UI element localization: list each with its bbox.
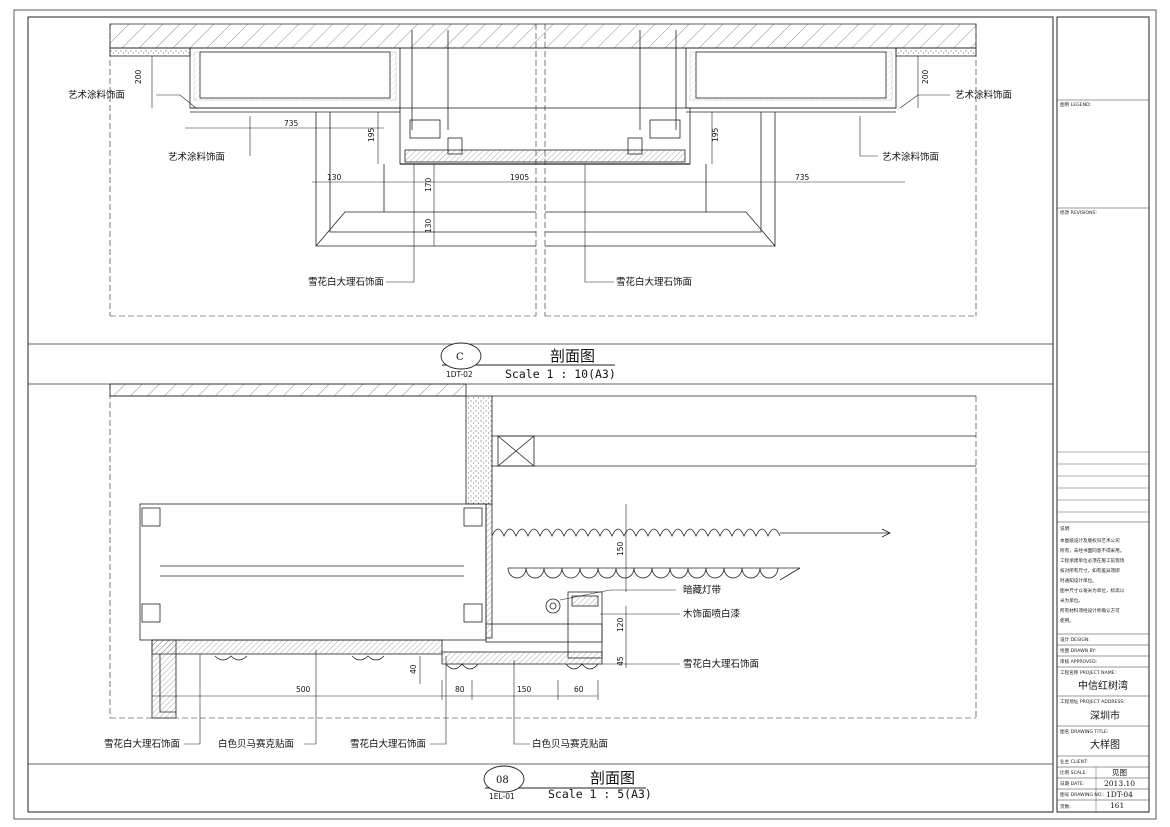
dim-200-right: 200 bbox=[921, 69, 930, 84]
tb-project-address-label: 工程地址 PROJECT ADDRESS: bbox=[1060, 698, 1125, 705]
tb-client-label: 业主 CLIENT: bbox=[1060, 758, 1088, 765]
tb-legend-label: 图例 LEGEND: bbox=[1060, 101, 1092, 108]
label-paint-left-top: 艺术涂料饰面 bbox=[68, 89, 125, 101]
label-hidden-light: 暗藏灯带 bbox=[683, 584, 722, 596]
dim-130-vert: 130 bbox=[424, 218, 433, 233]
tb-project-address: 深圳市 bbox=[1090, 709, 1120, 722]
tb-page-label: 页数: bbox=[1060, 803, 1071, 810]
dim-195-right: 195 bbox=[711, 127, 720, 142]
dim-735-left: 735 bbox=[284, 119, 299, 128]
section-08-bubble bbox=[483, 765, 525, 793]
section-c-bubble bbox=[440, 342, 482, 370]
dim-120: 120 bbox=[616, 617, 625, 632]
tb-notes-title: 说明: bbox=[1060, 525, 1071, 532]
dim-500: 500 bbox=[296, 685, 311, 694]
tb-drawing-no-value: 1DT-04 bbox=[1106, 790, 1133, 799]
dim-170: 170 bbox=[424, 177, 433, 192]
section-c-title-bar: C 1DT-02 剖面图 Scale 1 : 10(A3) bbox=[28, 342, 1053, 385]
tb-project-name: 中信红树湾 bbox=[1078, 679, 1128, 692]
dim-40: 40 bbox=[409, 664, 418, 674]
section-08-dim-labels: 500 80 150 60 40 150 120 45 bbox=[296, 541, 625, 694]
dim-200-left: 200 bbox=[134, 69, 143, 84]
section-08-title-bar: 08 1EL-01 剖面图 Scale 1 : 5(A3) bbox=[28, 763, 1053, 801]
section-08-title: 剖面图 bbox=[590, 769, 635, 787]
tb-drawing-no-label: 图号 DRAWING NO.: bbox=[1060, 792, 1105, 798]
tb-note-7: 所有材料须经设计师确认方可 bbox=[1060, 607, 1120, 614]
section-c-leaders bbox=[156, 94, 950, 283]
dim-150-vert: 150 bbox=[616, 541, 625, 556]
dim-735-right: 735 bbox=[795, 173, 810, 182]
label-paint-left-mid: 艺术涂料饰面 bbox=[168, 151, 225, 163]
dim-45: 45 bbox=[616, 656, 625, 666]
section-08-leaders bbox=[184, 589, 680, 745]
tb-note-0: 本图纸设计及版权归艺术公司 bbox=[1060, 537, 1120, 544]
tb-page-value: 161 bbox=[1110, 801, 1124, 810]
label-marble-left: 雪花白大理石饰面 bbox=[308, 276, 384, 288]
section-08-labels: 暗藏灯带 木饰面喷白漆 雪花白大理石饰面 雪花白大理石饰面 白色贝马赛克贴面 雪… bbox=[104, 584, 759, 750]
section-c-bubble-ref: 1DT-02 bbox=[446, 370, 473, 379]
section-08-bubble-id: 08 bbox=[496, 775, 509, 786]
section-c-dimensions bbox=[151, 56, 919, 246]
dim-195-left: 195 bbox=[367, 127, 376, 142]
dim-150: 150 bbox=[517, 685, 532, 694]
section-c-dim-labels: 200 735 195 130 170 1905 130 200 195 735 bbox=[134, 69, 930, 233]
section-08-dimensions bbox=[152, 504, 627, 700]
dim-130-left: 130 bbox=[327, 173, 342, 182]
section-c-drawing bbox=[109, 23, 977, 317]
tb-note-5: 图中尺寸以毫米为单位，标高以 bbox=[1060, 587, 1125, 594]
tb-note-4: 时通知设计单位。 bbox=[1060, 577, 1097, 584]
section-08-drawing bbox=[109, 383, 977, 719]
tb-scale-value: 见图 bbox=[1112, 768, 1127, 777]
label-wood-paint: 木饰面喷白漆 bbox=[683, 608, 741, 620]
dim-80: 80 bbox=[455, 685, 465, 694]
section-c-scale: Scale 1 : 10(A3) bbox=[505, 367, 616, 381]
section-c-labels: 艺术涂料饰面 艺术涂料饰面 雪花白大理石饰面 雪花白大理石饰面 艺术涂料饰面 艺… bbox=[68, 89, 1012, 288]
tb-note-3: 核对所有尺寸，如有差异须即 bbox=[1060, 567, 1120, 574]
label-marble-right: 雪花白大理石饰面 bbox=[616, 276, 692, 288]
label-mosaic-left: 白色贝马赛克贴面 bbox=[218, 738, 294, 750]
tb-note-2: 工程承建单位必须在施工前现场 bbox=[1060, 557, 1125, 564]
label-marble-right-08: 雪花白大理石饰面 bbox=[683, 658, 759, 670]
label-paint-right-mid: 艺术涂料饰面 bbox=[882, 151, 939, 163]
tb-approved-label: 审核 APPROVED: bbox=[1060, 658, 1098, 665]
tb-note-8: 使用。 bbox=[1060, 617, 1074, 624]
section-08-scale: Scale 1 : 5(A3) bbox=[548, 787, 652, 801]
tb-note-6: 米为单位。 bbox=[1060, 597, 1083, 604]
tb-drawn-label: 绘图 DRAWN BY: bbox=[1060, 647, 1097, 654]
tb-project-name-label: 工程名称 PROJECT NAME: bbox=[1060, 669, 1117, 676]
dim-1905: 1905 bbox=[510, 173, 529, 182]
title-block: 图例 LEGEND: 修改 REVISIONS: 说明: 本图纸设计及版权归艺术… bbox=[1056, 16, 1150, 813]
tb-drawing-title: 大样图 bbox=[1090, 738, 1120, 751]
label-marble-bottom-mid: 雪花白大理石饰面 bbox=[350, 738, 426, 750]
label-marble-bottom-left: 雪花白大理石饰面 bbox=[104, 738, 180, 750]
section-c-bubble-id: C bbox=[456, 352, 464, 363]
tb-date-label: 日期 DATE: bbox=[1060, 781, 1085, 787]
outer-border bbox=[13, 9, 1157, 820]
tb-note-1: 所有，未经书面同意不得采用。 bbox=[1060, 547, 1124, 554]
tb-revisions-label: 修改 REVISIONS: bbox=[1060, 209, 1097, 216]
tb-design-label: 设计 DESIGN: bbox=[1060, 636, 1090, 643]
section-08-bubble-ref: 1EL-01 bbox=[489, 792, 515, 801]
label-mosaic-right: 白色贝马赛克贴面 bbox=[532, 738, 608, 750]
tb-date-value: 2013.10 bbox=[1104, 779, 1135, 788]
label-paint-right-top: 艺术涂料饰面 bbox=[955, 89, 1012, 101]
tb-scale-label: 比例 SCALE: bbox=[1060, 769, 1087, 776]
inner-border bbox=[27, 16, 1054, 813]
section-c-title: 剖面图 bbox=[550, 347, 595, 365]
tb-drawing-title-label: 图名 DRAWING TITLE: bbox=[1060, 728, 1109, 735]
dim-60: 60 bbox=[574, 685, 584, 694]
